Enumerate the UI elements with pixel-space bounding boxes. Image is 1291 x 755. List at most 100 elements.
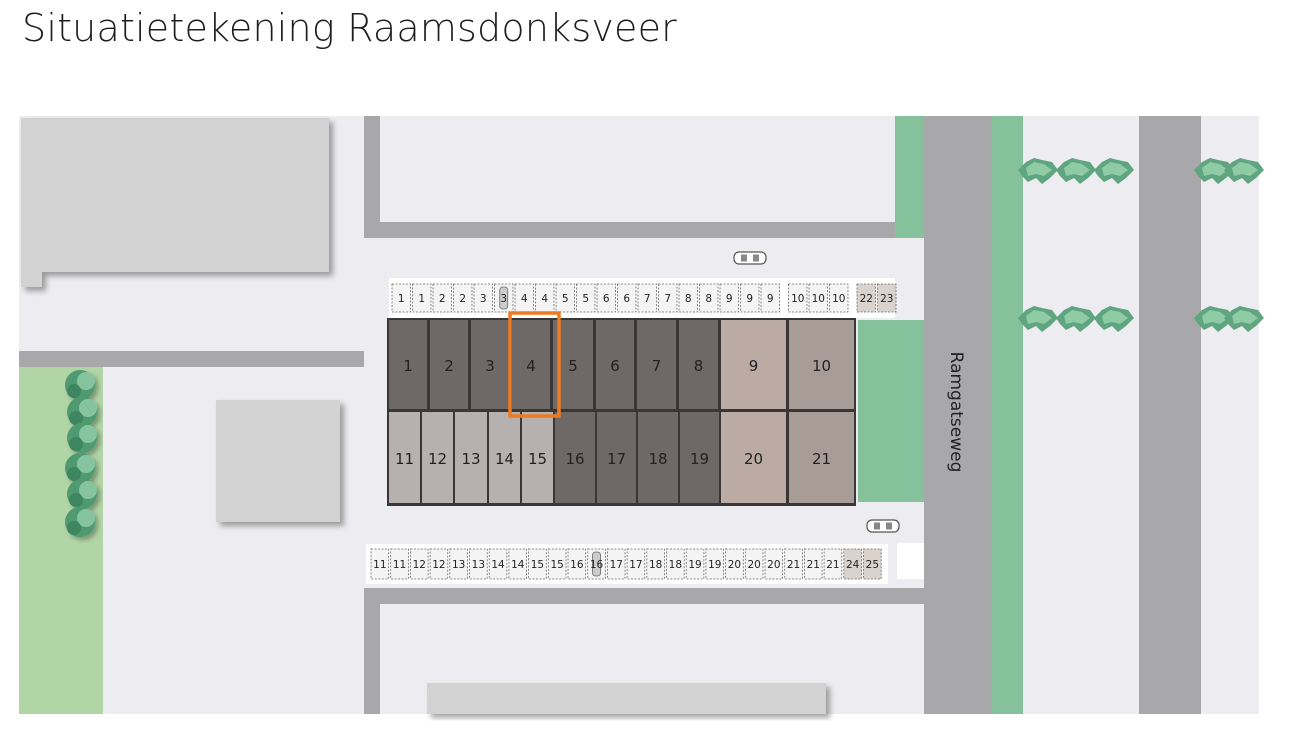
unit-label: 3 <box>485 357 495 375</box>
parking-spot <box>829 283 849 313</box>
unit-label: 21 <box>812 450 831 468</box>
tree-icon <box>1018 306 1058 332</box>
parking-spot-label: 1 <box>398 293 405 305</box>
parking-spot-label: 14 <box>511 559 525 571</box>
parking-spot-label: 6 <box>603 293 610 305</box>
unit-18[interactable] <box>638 412 678 503</box>
unit-16[interactable] <box>555 412 595 503</box>
tree-icon <box>1224 158 1264 184</box>
unit-20[interactable] <box>721 412 786 503</box>
parking-spot <box>488 548 508 580</box>
road-left-vertical-top <box>364 116 380 238</box>
parking-spot-label: 20 <box>747 559 760 571</box>
building-top-left <box>21 118 329 287</box>
unit-label: 19 <box>690 450 709 468</box>
unit-label: 1 <box>403 357 413 375</box>
parking-spot-label: 1 <box>418 293 425 305</box>
tree-icon <box>1194 158 1234 184</box>
parking-spot-label: 18 <box>649 559 662 571</box>
unit-17[interactable] <box>597 412 636 503</box>
parking-spot-label: 20 <box>767 559 780 571</box>
parking-spot <box>469 548 488 580</box>
parking-spot <box>626 548 646 580</box>
parking-spot <box>808 283 828 313</box>
parking-spot <box>856 283 876 313</box>
parking-spot-label: 22 <box>860 293 873 305</box>
unit-1[interactable] <box>389 320 427 409</box>
parking-spot <box>637 283 657 313</box>
unit-12[interactable] <box>422 412 453 503</box>
parking-spot-label: 8 <box>705 293 712 305</box>
unit-label: 13 <box>461 450 480 468</box>
unit-13[interactable] <box>455 412 487 503</box>
unit-label: 4 <box>526 357 536 375</box>
tree-icon <box>65 507 95 537</box>
green-strip-road <box>992 116 1023 714</box>
parking-spot <box>699 283 719 313</box>
parking-spot <box>555 283 575 313</box>
parking-spot-label: 21 <box>787 559 800 571</box>
unit-6[interactable] <box>596 320 634 409</box>
parking-spot <box>705 548 725 580</box>
unit-4[interactable] <box>512 320 550 409</box>
parking-spot-label: 16 <box>570 559 584 571</box>
unit-8[interactable] <box>679 320 718 409</box>
parking-spot <box>760 283 780 313</box>
parking-spot <box>666 548 685 580</box>
parking-spot-label: 3 <box>500 293 507 305</box>
tree-icon <box>65 370 95 400</box>
parking-spot-label: 13 <box>472 559 485 571</box>
parking-spot <box>432 283 452 313</box>
unit-3[interactable] <box>471 320 509 409</box>
tree-icon <box>65 453 95 483</box>
unit-21[interactable] <box>789 412 854 503</box>
parking-spot-label: 3 <box>480 293 487 305</box>
parking-spot <box>863 548 882 580</box>
unit-15[interactable] <box>522 412 553 503</box>
car-icon <box>733 251 767 265</box>
parking-spot <box>725 548 744 580</box>
parking-spot <box>646 548 665 580</box>
parking-spot <box>658 283 678 313</box>
parking-spot <box>617 283 637 313</box>
unit-7[interactable] <box>637 320 676 409</box>
tree-icon <box>1224 306 1264 332</box>
parking-spot-label: 8 <box>685 293 692 305</box>
parking-spot-label: 16 <box>590 559 604 571</box>
unit-label: 20 <box>744 450 763 468</box>
parking-spot-label: 4 <box>541 293 548 305</box>
parking-spot-label: 7 <box>644 293 651 305</box>
parking-spot <box>453 283 473 313</box>
unit-label: 15 <box>528 450 547 468</box>
tree-icon <box>67 423 97 453</box>
unit-9[interactable] <box>721 320 786 409</box>
green-area-right <box>858 320 924 502</box>
unit-11[interactable] <box>389 412 420 503</box>
building-middle-left <box>216 400 340 522</box>
parking-spot-label: 2 <box>439 293 446 305</box>
unit-label: 16 <box>565 450 584 468</box>
parking-spot <box>449 548 468 580</box>
unit-2[interactable] <box>430 320 468 409</box>
parking-spot <box>535 283 555 313</box>
unit-10[interactable] <box>789 320 854 409</box>
parking-spot-label: 19 <box>708 559 721 571</box>
parking-spot-label: 9 <box>746 293 753 305</box>
parking-spot <box>764 548 784 580</box>
parking-spot-label: 2 <box>459 293 466 305</box>
parking-spot-label: 23 <box>880 293 893 305</box>
parking-spot-label: 14 <box>491 559 505 571</box>
tree-group-left <box>65 370 97 537</box>
unit-19[interactable] <box>680 412 719 503</box>
road-bottom-horizontal <box>364 588 924 604</box>
unit-14[interactable] <box>489 412 520 503</box>
parking-spot <box>843 548 862 580</box>
unit-label: 11 <box>395 450 414 468</box>
parking-spot-label: 7 <box>664 293 671 305</box>
parking-spot-label: 9 <box>767 293 774 305</box>
tree-icon <box>1056 158 1096 184</box>
parking-spot-label: 25 <box>866 559 879 571</box>
